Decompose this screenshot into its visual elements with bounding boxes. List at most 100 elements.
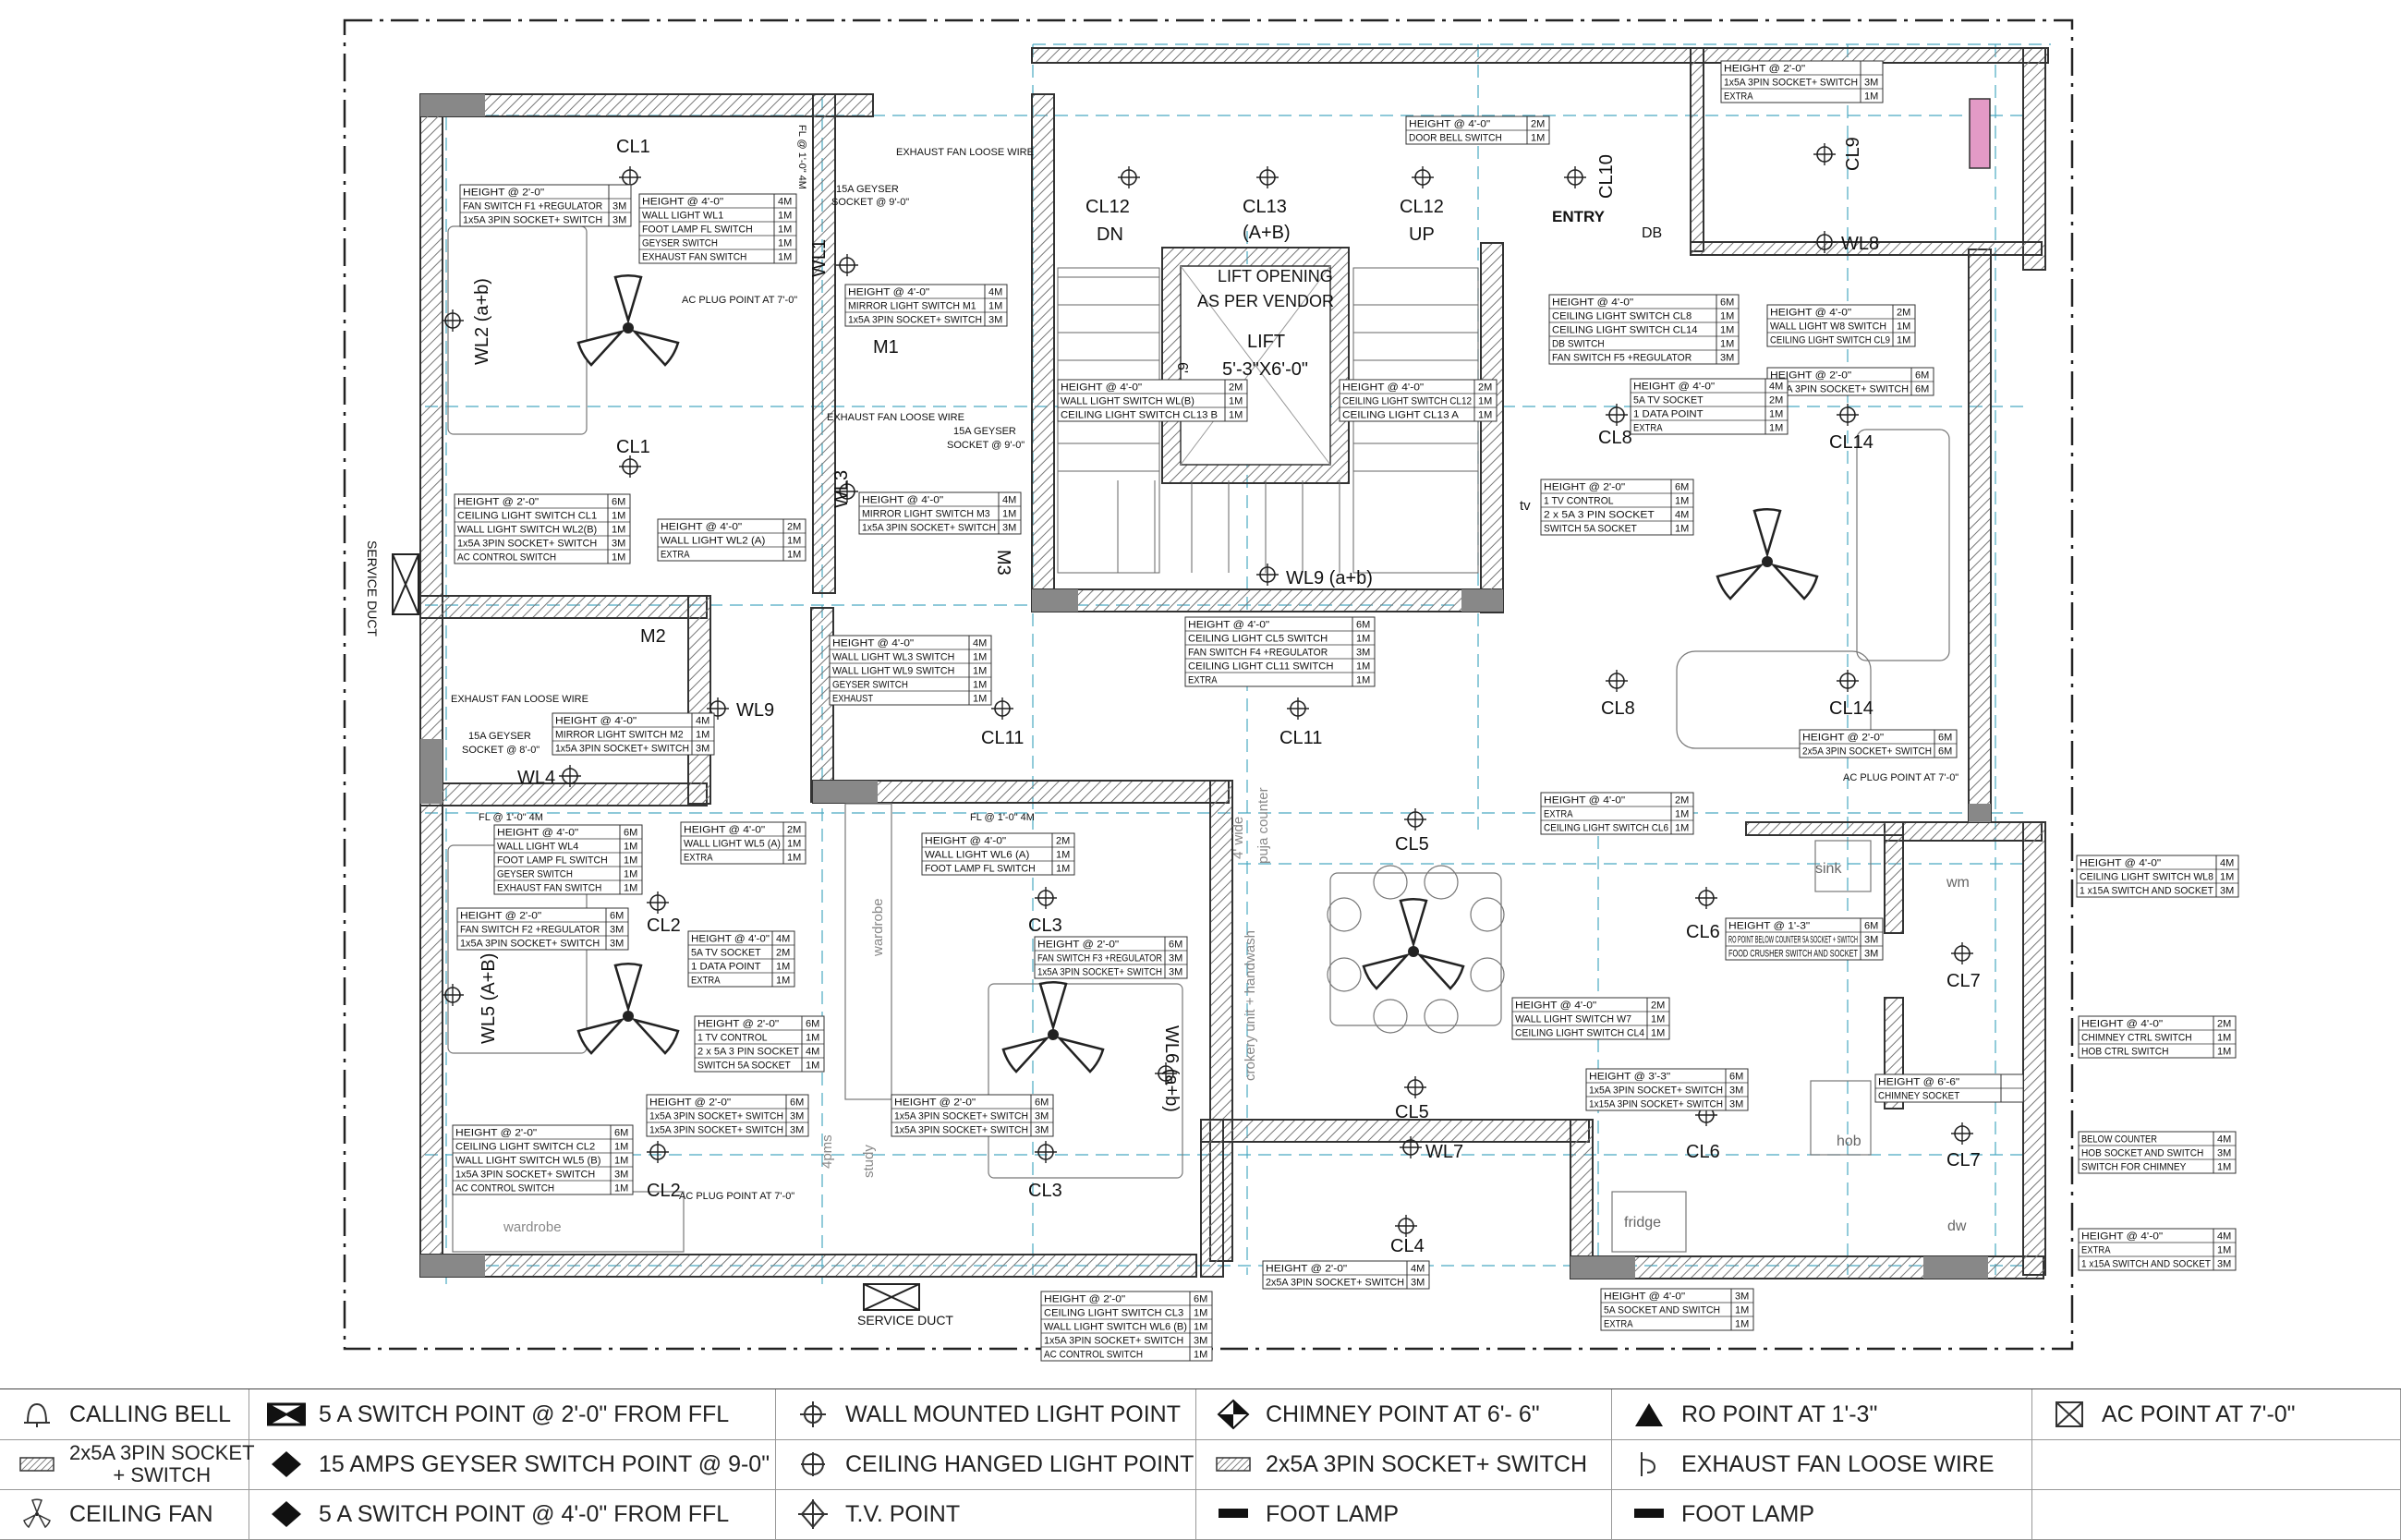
schedule-item: WALL LIGHT SWITCH W7 <box>1515 1014 1631 1025</box>
schedule-item: 1 x15A SWITCH AND SOCKET <box>2081 1259 2211 1270</box>
legend-item: CALLING BELL <box>0 1389 249 1439</box>
schedule-module-count: 1M <box>776 976 790 987</box>
schedule-module-count: 1M <box>2220 872 2234 883</box>
schedule-module-count: 1M <box>624 883 637 894</box>
label-cl5-top: CL5 <box>1395 834 1429 855</box>
schedule-item: HEIGHT @ 2'-0" <box>697 1019 779 1030</box>
label-wl6: WL6 (a+b) <box>1161 1025 1182 1112</box>
schedule-item: 1x5A 3PIN SOCKET+ SWITCH <box>649 1125 783 1136</box>
schedule-item: DOOR BELL SWITCH <box>1409 133 1502 144</box>
schedule-module-count: 3M <box>610 939 624 950</box>
legend-item <box>2032 1439 2401 1489</box>
schedule-module-count: 1M <box>1769 409 1783 420</box>
schedule-item: AC CONTROL SWITCH <box>1044 1350 1143 1361</box>
legend-label: CEILING FAN <box>69 1501 213 1527</box>
schedule-item: HEIGHT @ 4'-0" <box>1061 382 1142 394</box>
schedule-item: FOOT LAMP FL SWITCH <box>642 224 753 236</box>
schedule-item: 5A TV SOCKET <box>1633 395 1704 406</box>
schedule-module-count: 1M <box>1356 675 1370 686</box>
schedule-item: EXTRA <box>691 976 721 987</box>
schedule-item: 2x5A 3PIN SOCKET+ SWITCH <box>1770 384 1909 395</box>
schedule-item: HOB SOCKET AND SWITCH <box>2081 1148 2203 1159</box>
schedule-item: HEIGHT @ 4'-0" <box>925 836 1006 847</box>
schedule-module-count: 1M <box>1356 661 1370 673</box>
label-up: UP <box>1409 224 1435 245</box>
schedule-item: SWITCH 5A SOCKET <box>1544 524 1637 535</box>
label-cl1-top: CL1 <box>616 137 650 157</box>
note-exhaust-mid: EXHAUST FAN LOOSE WIRE <box>827 412 964 423</box>
schedule-item: CEILING LIGHT CL13 A <box>1342 410 1460 421</box>
note-fl-left: FL @ 1'-0" 4M <box>479 812 543 823</box>
schedule-item: 1x5A 3PIN SOCKET+ SWITCH <box>457 539 597 550</box>
schedule-module-count: 1M <box>778 224 792 236</box>
schedule-item: EXTRA <box>1188 675 1218 686</box>
schedule-item: WALL LIGHT SWITCH WL(B) <box>1061 396 1194 407</box>
schedule-module-count: 2M <box>1651 1000 1665 1012</box>
schedule-module-count: 1M <box>1675 823 1689 834</box>
schedule-module-count: 3M <box>1194 1336 1207 1347</box>
schedule-item: WALL LIGHT WL5 (A) <box>684 839 781 850</box>
schedule-module-count: 2M <box>1056 836 1070 847</box>
label-cl14-bot: CL14 <box>1829 698 1874 719</box>
label-service-duct-bottom: SERVICE DUCT <box>857 1313 953 1328</box>
schedule-module-count: 4M <box>1675 510 1689 521</box>
label-sink: sink <box>1815 861 1842 877</box>
label-cl7-top: CL7 <box>1946 971 1981 991</box>
schedule-item: 2x5A 3PIN SOCKET+ SWITCH <box>1802 746 1932 758</box>
schedule-item: HEIGHT @ 2'-0" <box>457 497 539 508</box>
schedule-item: HEIGHT @ 4'-0" <box>1409 119 1490 130</box>
schedule-module-count: 1M <box>696 730 709 741</box>
schedule-item: FAN SWITCH F2 +REGULATOR <box>460 925 600 936</box>
label-db: DB <box>1642 225 1662 241</box>
schedule-module-count: 6M <box>1729 1072 1743 1083</box>
schedule-item: 5A SOCKET AND SWITCH <box>1604 1305 1720 1316</box>
note-exhaust-m2: EXHAUST FAN LOOSE WIRE <box>451 694 588 705</box>
schedule-item: SWITCH FOR CHIMNEY <box>2081 1162 2187 1173</box>
label-cl11-mid: CL11 <box>1279 728 1322 748</box>
legend-label: T.V. POINT <box>845 1501 961 1527</box>
legend-label: 15 AMPS GEYSER SWITCH POINT @ 9-0" <box>319 1451 770 1477</box>
schedule-module-count: 3M <box>2217 1259 2231 1270</box>
schedule-item: 1 TV CONTROL <box>1544 496 1614 507</box>
schedule-module-count: 6M <box>610 911 624 922</box>
schedule-module-count: 1M <box>1531 133 1545 144</box>
schedule-module-count: 3M <box>1035 1111 1049 1122</box>
schedule-module-count: 4M <box>1411 1264 1425 1275</box>
label-tv: tv <box>1520 498 1531 514</box>
schedule-module-count: 1M <box>1735 1305 1749 1316</box>
ceiling-fan-1 <box>576 274 680 367</box>
schedule-module-count: 3M <box>988 315 1002 326</box>
schedule-module-count: 3M <box>610 925 624 936</box>
bell-icon <box>24 1402 50 1427</box>
schedule-module-count: 2M <box>787 522 801 533</box>
triangle-icon <box>1635 1403 1663 1426</box>
schedule-item: CEILING LIGHT SWITCH CL14 <box>1552 325 1698 336</box>
legend-item: RO POINT AT 1'-3" <box>1612 1389 2032 1439</box>
label-wl9-left: WL9 <box>736 700 774 721</box>
label-wl5: WL5 (A+B) <box>479 953 499 1044</box>
label-wl4: WL4 <box>517 768 555 788</box>
label-cl6-bot: CL6 <box>1686 1142 1720 1162</box>
schedule-module-count: 1M <box>1864 91 1878 103</box>
label-cl11-left: CL11 <box>981 728 1024 748</box>
schedule-item: EXHAUST <box>832 694 873 705</box>
legend-label: EXHAUST FAN LOOSE WIRE <box>1681 1451 1995 1477</box>
schedule-item: HEIGHT @ 4'-0" <box>642 197 723 208</box>
schedule-item: CEILING LIGHT SWITCH CL1 <box>457 511 597 522</box>
schedule-module-count: 2M <box>2217 1019 2231 1030</box>
schedule-module-count: 4M <box>696 716 709 727</box>
schedule-module-count: 1M <box>2217 1162 2231 1173</box>
